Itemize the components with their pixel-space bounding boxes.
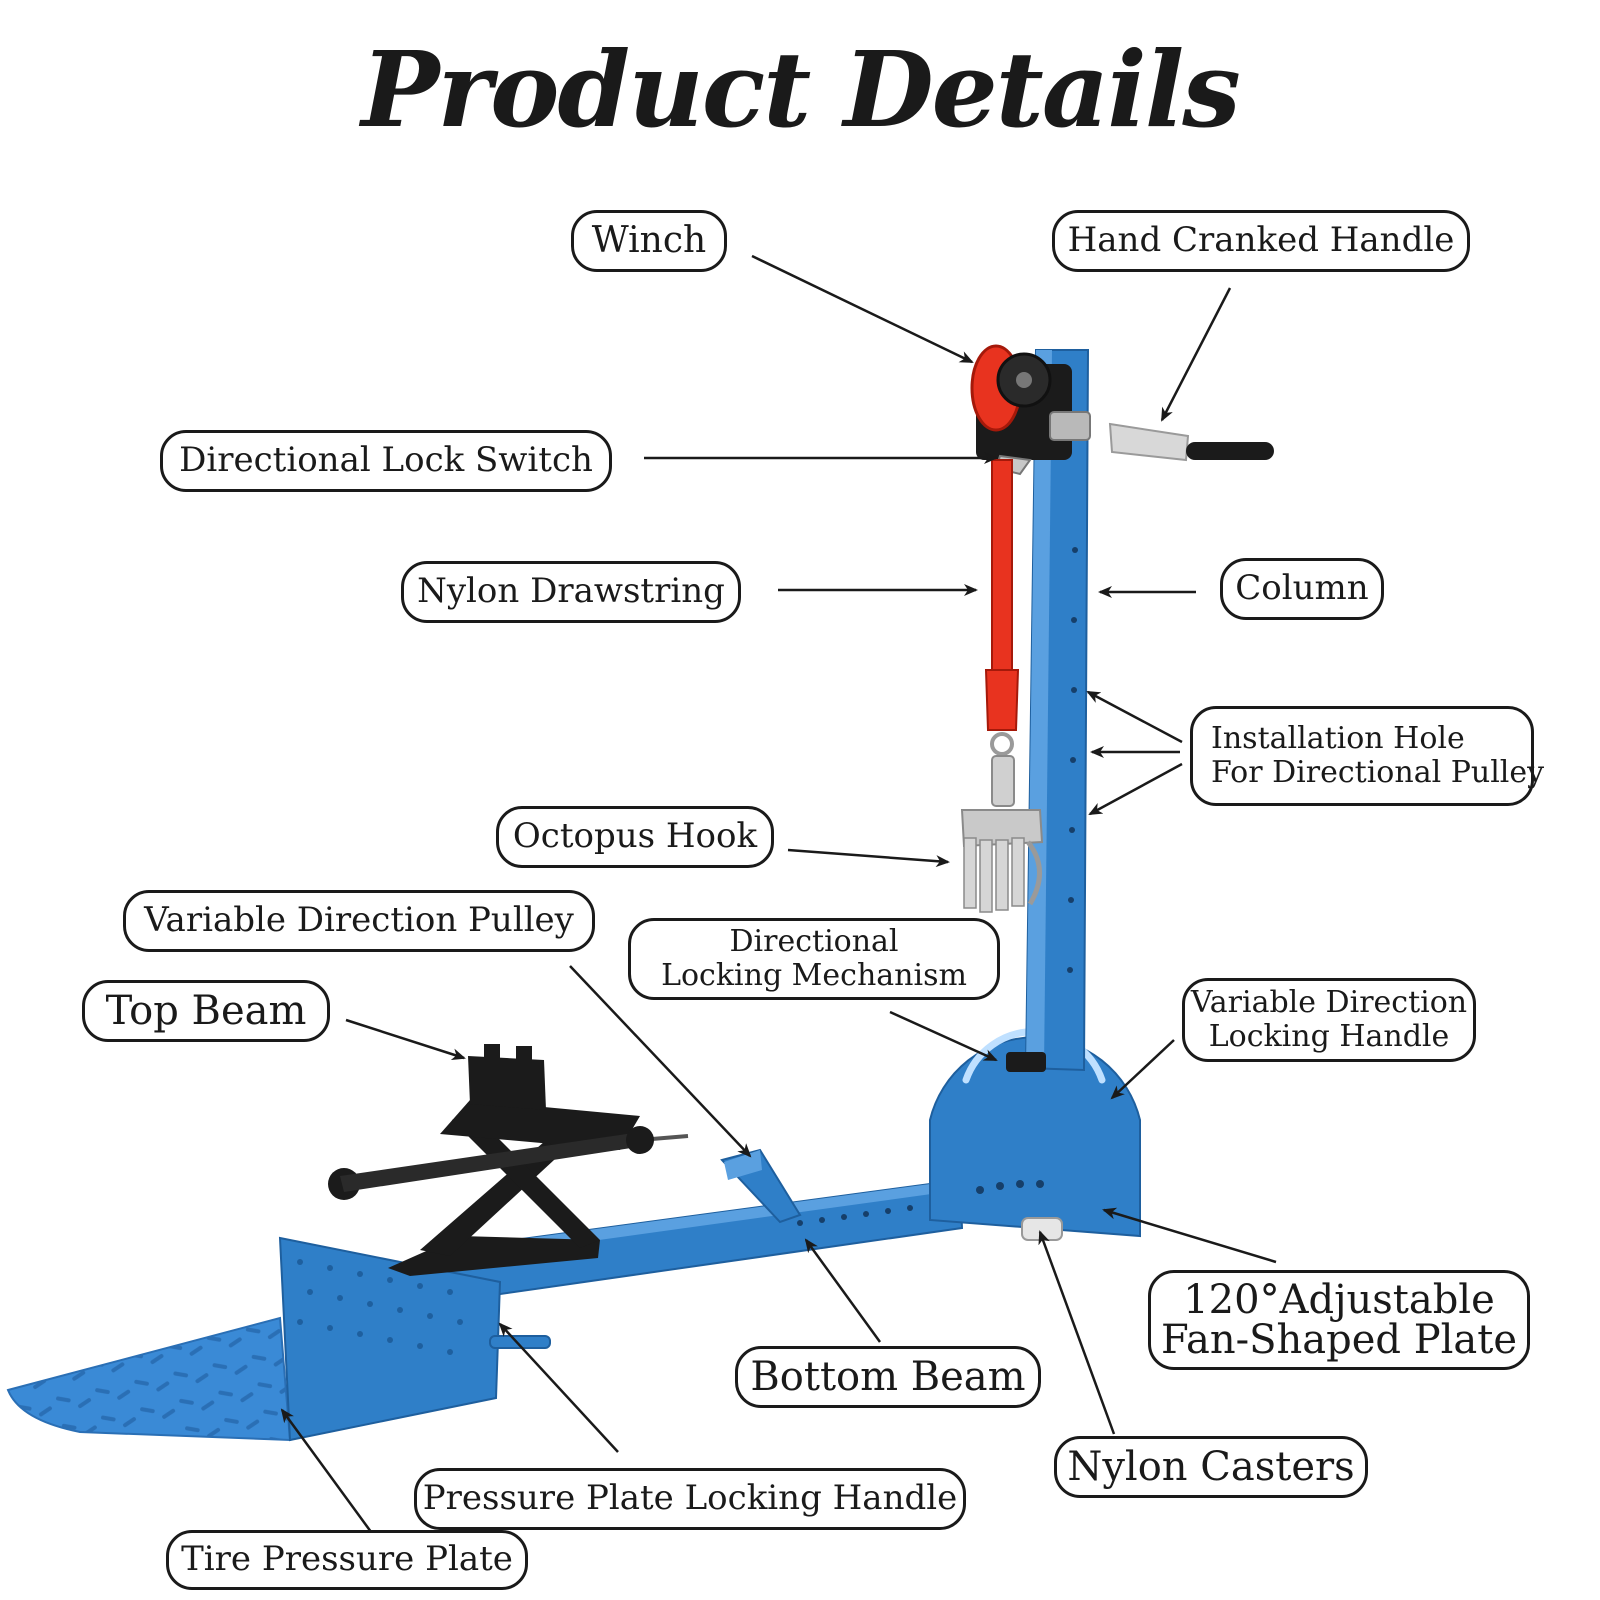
label-pressure-plate-locking-handle: Pressure Plate Locking Handle <box>414 1468 966 1530</box>
label-bottom-beam: Bottom Beam <box>735 1346 1041 1408</box>
fan-plate-line-1: 120°Adjustable <box>1183 1277 1495 1323</box>
label-directional-locking-mechanism: Directional Locking Mechanism <box>628 918 1000 1000</box>
locking-handle-line-2: Locking Handle <box>1208 1019 1450 1054</box>
label-variable-direction-pulley: Variable Direction Pulley <box>123 890 595 952</box>
scissor-jack-shape <box>328 1044 689 1276</box>
installation-hole-line-2: For Directional Pulley <box>1211 755 1545 790</box>
winch-arrow <box>751 254 974 364</box>
tire-pressure-plate-shape <box>6 1316 292 1442</box>
label-adjustable-fan-plate: 120°Adjustable Fan-Shaped Plate <box>1148 1270 1530 1370</box>
tire-pressure-plate-arrow <box>280 1408 376 1537</box>
hand-crank-arrow <box>1160 287 1232 422</box>
label-winch: Winch <box>571 210 727 272</box>
installation-hole-arrow-1 <box>1086 690 1183 744</box>
label-tire-pressure-plate: Tire Pressure Plate <box>166 1530 528 1590</box>
locking-handle-arrow <box>1110 1039 1175 1100</box>
label-column: Column <box>1220 558 1384 620</box>
installation-hole-line-1: Installation Hole <box>1211 720 1465 756</box>
label-nylon-drawstring: Nylon Drawstring <box>401 561 741 623</box>
hand-crank-shape <box>1108 422 1274 462</box>
locking-mechanism-line-2: Locking Mechanism <box>661 958 967 993</box>
label-installation-hole: Installation Hole For Directional Pulley <box>1190 706 1544 806</box>
label-nylon-casters: Nylon Casters <box>1054 1436 1368 1498</box>
bottom-beam-arrow <box>804 1238 882 1343</box>
label-hand-cranked-handle: Hand Cranked Handle <box>1052 210 1470 272</box>
winch-shape <box>970 344 1091 476</box>
page-title: Product Details <box>361 28 1241 151</box>
label-top-beam: Top Beam <box>82 980 330 1042</box>
octopus-hook-arrow <box>787 848 950 868</box>
nylon-casters-arrow <box>1038 1230 1116 1435</box>
fan-plate-line-2: Fan-Shaped Plate <box>1160 1317 1518 1363</box>
top-beam-arrow <box>345 1018 466 1061</box>
leader-arrows <box>280 254 1277 1537</box>
locking-mechanism-line-1: Directional <box>729 923 899 959</box>
label-directional-lock-switch: Directional Lock Switch <box>160 430 612 492</box>
fan-plate-arrow <box>1102 1207 1277 1264</box>
label-variable-direction-locking-handle: Variable Direction Locking Handle <box>1182 978 1476 1062</box>
locking-handle-line-1: Variable Direction <box>1190 984 1468 1020</box>
directional-locking-mechanism-arrow <box>889 1010 998 1062</box>
label-octopus-hook: Octopus Hook <box>496 806 774 868</box>
pressure-plate-handle-arrow <box>498 1322 619 1453</box>
octopus-hook-shape <box>960 732 1044 913</box>
installation-hole-arrow-3 <box>1088 762 1183 816</box>
variable-direction-pulley-arrow <box>569 965 752 1158</box>
